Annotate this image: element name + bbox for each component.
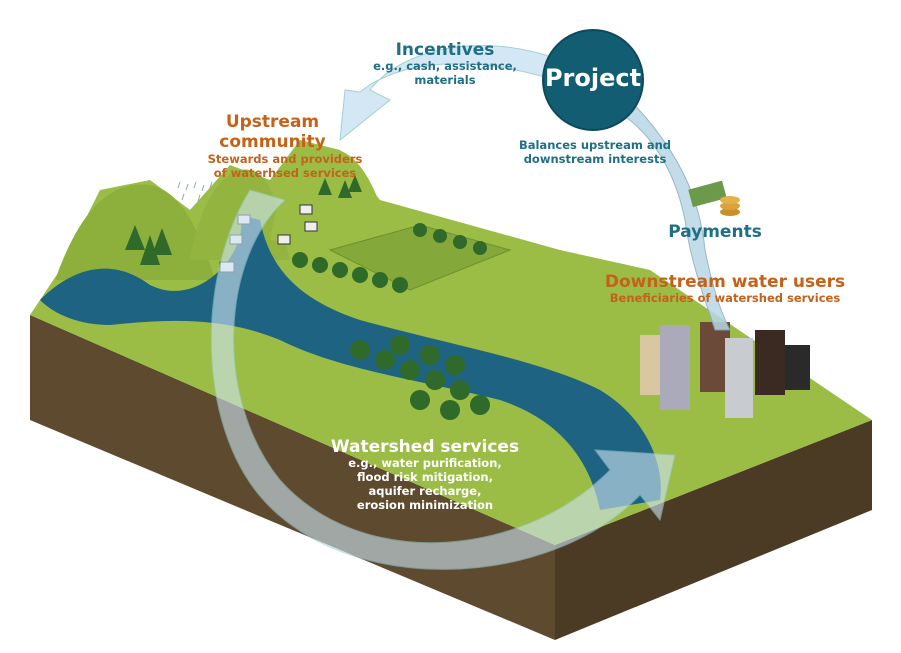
incentives-title: Incentives bbox=[395, 40, 495, 60]
soil-right-face bbox=[555, 420, 872, 640]
downstream-subtitle: Beneficiaries of watershed services bbox=[609, 291, 841, 306]
project-note-line: Balances upstream and bbox=[518, 138, 672, 152]
upstream-line: Stewards and providers bbox=[207, 151, 363, 166]
incentives-line: materials bbox=[414, 73, 476, 88]
watershed-line: e.g., water purification, bbox=[348, 456, 502, 471]
project-label: Project bbox=[544, 64, 642, 92]
watershed-line: flood risk mitigation, bbox=[357, 470, 493, 485]
watershed-line: erosion minimization bbox=[356, 497, 494, 512]
money-coins-icon bbox=[688, 180, 740, 216]
upstream-label: Upstream community Stewards and provider… bbox=[170, 112, 375, 180]
project-circle bbox=[542, 29, 644, 131]
upstream-title: Upstream community bbox=[219, 112, 326, 153]
watershed-title: Watershed services bbox=[330, 437, 520, 457]
watershed-services-arrow bbox=[210, 189, 676, 570]
payments-label: Payments bbox=[668, 222, 762, 242]
forest bbox=[125, 175, 490, 420]
city-buildings bbox=[640, 322, 810, 418]
watershed-services-label: Watershed services e.g., water purificat… bbox=[325, 437, 525, 513]
incentives-line: e.g., cash, assistance, bbox=[373, 59, 517, 74]
project-note-line: downstream interests bbox=[523, 151, 667, 166]
project-note: Balances upstream and downstream interes… bbox=[500, 138, 690, 167]
watershed-line: aquifer recharge, bbox=[368, 483, 482, 498]
upstream-line: of waterhsed services bbox=[213, 165, 357, 180]
incentives-arrow bbox=[339, 45, 561, 142]
hill-right bbox=[270, 147, 395, 250]
downstream-label: Downstream water users Beneficiaries of … bbox=[600, 272, 850, 306]
rain-cloud-icon bbox=[177, 181, 213, 202]
incentives-label: Incentives e.g., cash, assistance, mater… bbox=[360, 40, 530, 88]
river bbox=[40, 215, 661, 510]
downstream-title: Downstream water users bbox=[604, 272, 846, 292]
